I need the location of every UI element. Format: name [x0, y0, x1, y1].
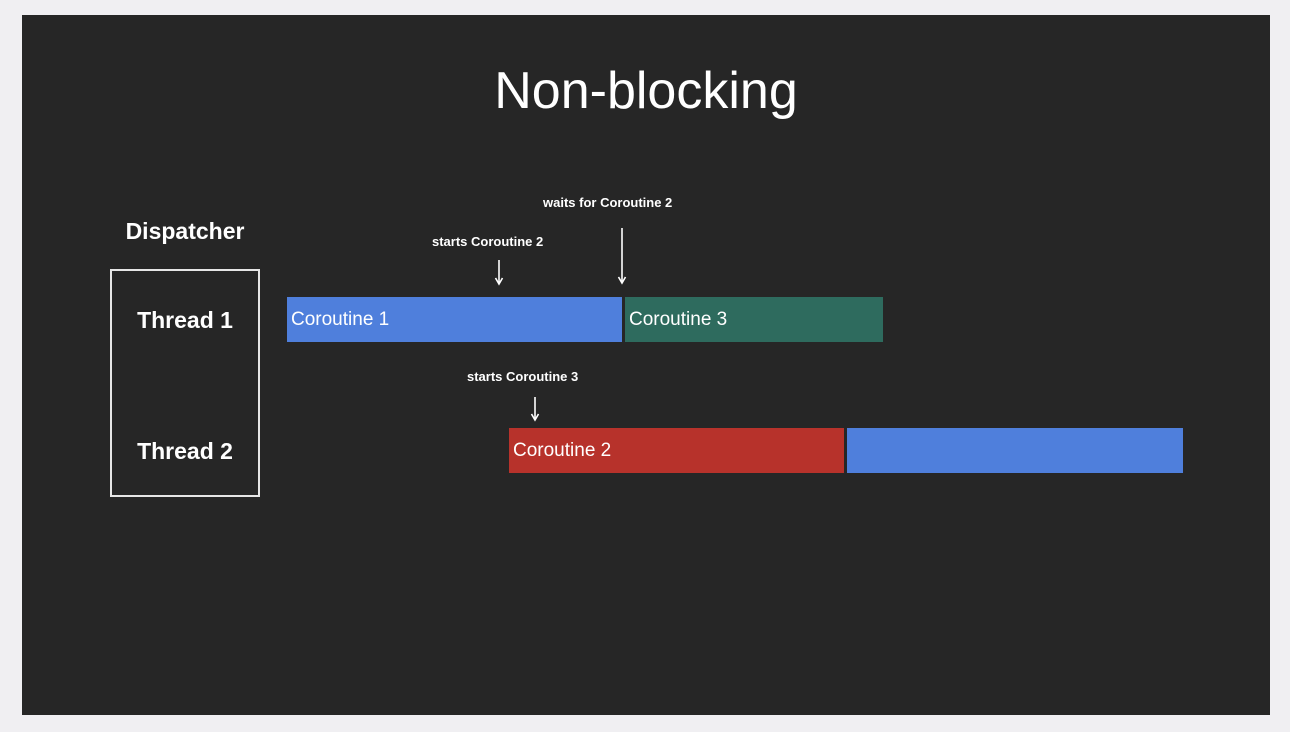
slide-title: Non-blocking — [494, 62, 798, 120]
coroutine-3-bar: Coroutine 3 — [625, 297, 883, 342]
thread-2-label: Thread 2 — [137, 438, 233, 464]
thread-1-label: Thread 1 — [137, 307, 233, 333]
starts-coroutine-2-annotation: starts Coroutine 2 — [432, 234, 544, 249]
starts-coroutine-3-annotation: starts Coroutine 3 — [467, 369, 579, 384]
dispatcher-box — [110, 269, 260, 497]
slide: Non-blocking Dispatcher Thread 1 Thread … — [22, 15, 1270, 715]
waits-for-arrow-icon — [617, 228, 627, 285]
starts-coroutine-2-arrow-icon — [494, 260, 504, 286]
coroutine-1-resumed-bar — [847, 428, 1183, 473]
waits-for-annotation: waits for Coroutine 2 — [543, 195, 673, 210]
coroutine-2-bar: Coroutine 2 — [509, 428, 844, 473]
starts-coroutine-3-arrow-icon — [530, 397, 540, 422]
coroutine-1-bar: Coroutine 1 — [287, 297, 622, 342]
dispatcher-label: Dispatcher — [125, 218, 245, 244]
